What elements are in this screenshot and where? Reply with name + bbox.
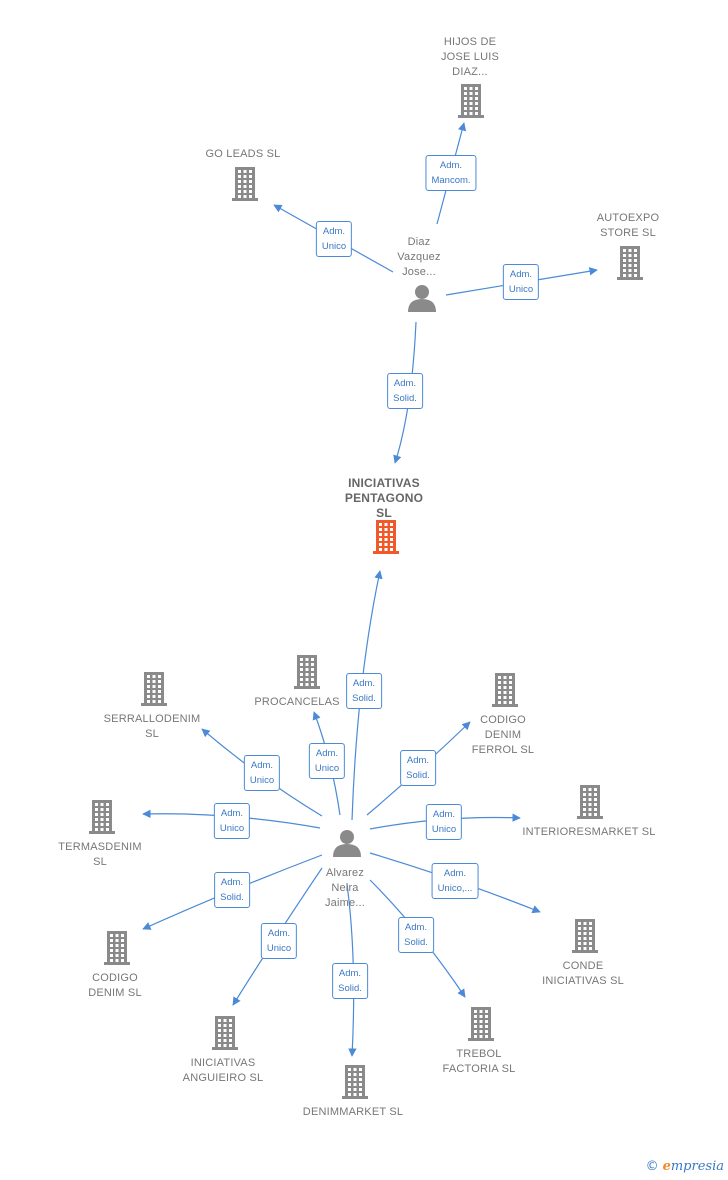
building-icon-c_procancelas[interactable] [294, 655, 320, 689]
company-name-c_procancelas[interactable]: PROCANCELAS [254, 696, 340, 708]
relation-label-p2-c_anguieiro[interactable]: Adm. Unico [260, 923, 298, 959]
company-name-c_serrallo[interactable]: SERRALLODENIM SL [103, 713, 201, 740]
company-name-c_trebol[interactable]: TREBOL FACTORIA SL [442, 1048, 516, 1075]
person-name-p2[interactable]: Alvarez Neira Jaime... [324, 867, 366, 909]
building-icon-c_goleads[interactable] [232, 167, 258, 201]
relation-label-p2-c_trebol[interactable]: Adm. Solid. [398, 917, 434, 953]
building-icon-c_denimmarket[interactable] [342, 1065, 368, 1099]
relation-label-p2-c_serrallo[interactable]: Adm. Unico [243, 755, 281, 791]
building-icon-c_hijos[interactable] [458, 84, 484, 118]
relation-label-p2-c_procancelas[interactable]: Adm. Unico [308, 743, 346, 779]
relation-label-p2-c_termas[interactable]: Adm. Unico [213, 803, 251, 839]
company-name-c_termas[interactable]: TERMASDENIM SL [58, 841, 142, 868]
relation-label-p1-c_goleads[interactable]: Adm. Unico [315, 221, 353, 257]
company-name-c_autoexpo[interactable]: AUTOEXPO STORE SL [596, 212, 660, 239]
company-name-c_codigo[interactable]: CODIGO DENIM SL [88, 972, 142, 999]
relation-label-p2-center[interactable]: Adm. Solid. [346, 673, 382, 709]
building-icon-c_trebol[interactable] [468, 1007, 494, 1041]
relation-label-p2-c_interiores[interactable]: Adm. Unico [425, 804, 463, 840]
relation-label-p1-c_autoexpo[interactable]: Adm. Unico [502, 264, 540, 300]
copyright-symbol: © [645, 1159, 659, 1174]
company-name-c_codigoferrol[interactable]: CODIGO DENIM FERROL SL [471, 714, 535, 756]
building-icon-c_anguieiro[interactable] [212, 1016, 238, 1050]
building-icon-c_serrallo[interactable] [141, 672, 167, 706]
empresia-logo: ©empresia [646, 1159, 724, 1174]
company-name-c_denimmarket[interactable]: DENIMMARKET SL [302, 1106, 404, 1118]
building-icon-c_codigo[interactable] [104, 931, 130, 965]
company-name-c_hijos[interactable]: HIJOS DE JOSE LUIS DIAZ... [440, 36, 500, 78]
building-icon-c_interiores[interactable] [577, 785, 603, 819]
company-name-c_interiores[interactable]: INTERIORESMARKET SL [522, 826, 656, 838]
brand-initial: e [662, 1159, 671, 1174]
center-company-name[interactable]: INICIATIVAS PENTAGONO SL [344, 476, 424, 520]
building-icon-c_termas[interactable] [89, 800, 115, 834]
company-name-c_conde[interactable]: CONDE INICIATIVAS SL [542, 960, 624, 987]
building-icon-c_conde[interactable] [572, 919, 598, 953]
person-name-p1[interactable]: Diaz Vazquez Jose... [397, 236, 441, 278]
building-icon-c_autoexpo[interactable] [617, 246, 643, 280]
relation-label-p2-c_codigoferrol[interactable]: Adm. Solid. [400, 750, 436, 786]
building-icon-c_codigoferrol[interactable] [492, 673, 518, 707]
relation-label-p1-c_hijos[interactable]: Adm. Mancom. [425, 155, 477, 191]
person-icon-p2[interactable] [333, 830, 361, 857]
company-name-c_anguieiro[interactable]: INICIATIVAS ANGUIEIRO SL [182, 1057, 264, 1084]
relation-label-p1-center[interactable]: Adm. Solid. [387, 373, 423, 409]
company-name-c_goleads[interactable]: GO LEADS SL [205, 148, 281, 160]
person-icon-p1[interactable] [408, 285, 436, 312]
relation-label-p2-c_denimmarket[interactable]: Adm. Solid. [332, 963, 368, 999]
relation-label-p2-c_conde[interactable]: Adm. Unico,... [431, 863, 479, 899]
brand-name: mpresia [670, 1159, 724, 1174]
relation-label-p2-c_codigo[interactable]: Adm. Solid. [214, 872, 250, 908]
building-icon-center[interactable] [373, 520, 399, 554]
